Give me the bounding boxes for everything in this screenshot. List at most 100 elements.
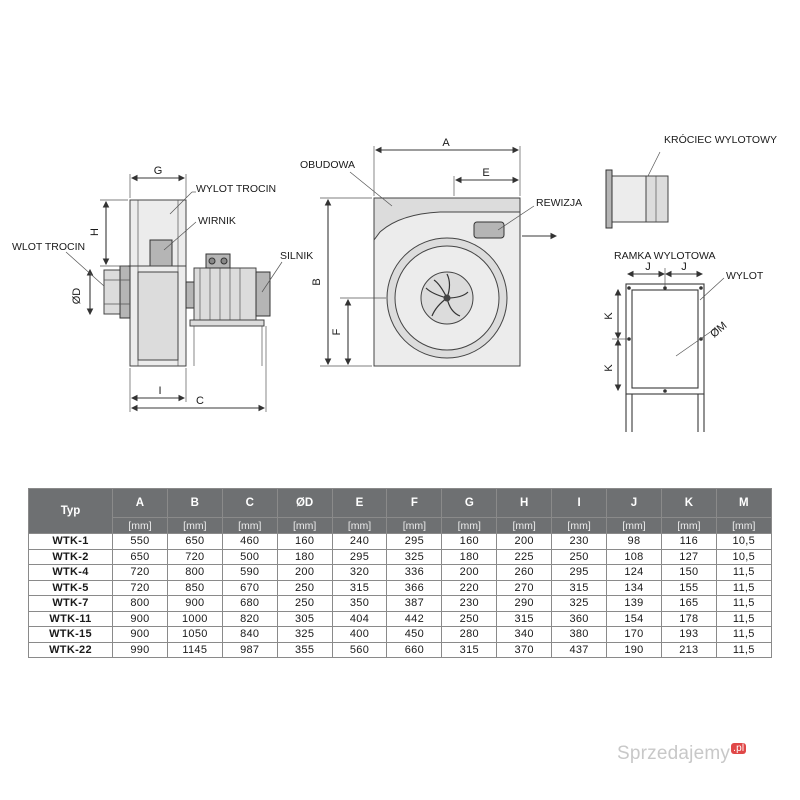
table-cell: 213 xyxy=(660,641,717,658)
table-cell: 680 xyxy=(221,595,278,612)
table-cell: 250 xyxy=(441,610,498,627)
table-cell: 336 xyxy=(386,564,443,581)
dim-c: C xyxy=(196,395,204,407)
col-header: M xyxy=(715,488,772,518)
col-header: J xyxy=(606,488,662,518)
table-cell: 370 xyxy=(496,641,553,658)
label-ramka: RAMKA WYLOTOWA xyxy=(614,250,716,262)
table-cell: 11,5 xyxy=(715,610,772,627)
table-cell: 315 xyxy=(331,579,388,596)
table-cell: 320 xyxy=(331,564,388,581)
table-cell: 670 xyxy=(221,579,278,596)
table-cell: 720 xyxy=(112,564,168,581)
table-cell: 900 xyxy=(112,626,168,643)
dim-k2: K xyxy=(603,364,615,372)
unit-cell: [mm] xyxy=(496,517,553,534)
table-cell: 315 xyxy=(496,610,553,627)
table-cell: 220 xyxy=(441,579,498,596)
table-cell: 124 xyxy=(606,564,662,581)
table-cell: 820 xyxy=(221,610,278,627)
watermark-logo: Sprzedajemy.pl xyxy=(617,743,747,765)
table-cell: 11,5 xyxy=(715,626,772,643)
table-cell: 360 xyxy=(551,610,608,627)
row-type-cell: WTK-7 xyxy=(28,595,113,612)
table-cell: 116 xyxy=(660,533,717,550)
col-header: E xyxy=(331,488,388,518)
outlet-spigot: KRÓCIEC WYLOTOWY xyxy=(605,133,777,229)
table-cell: 355 xyxy=(276,641,333,658)
table-cell: 230 xyxy=(441,595,498,612)
motor-coupling xyxy=(185,281,195,309)
table-cell: 550 xyxy=(112,533,168,550)
table-cell: 590 xyxy=(221,564,278,581)
unit-cell: [mm] xyxy=(660,517,717,534)
table-cell: 1145 xyxy=(166,641,223,658)
table-cell: 225 xyxy=(496,548,553,565)
unit-cell: [mm] xyxy=(166,517,223,534)
table-cell: 170 xyxy=(606,626,662,643)
col-header: G xyxy=(441,488,498,518)
table-cell: 127 xyxy=(660,548,717,565)
watermark-text: Sprzedajemy xyxy=(617,743,731,764)
row-type-cell: WTK-2 xyxy=(28,548,113,565)
table-cell: 720 xyxy=(112,579,168,596)
table-cell: 11,5 xyxy=(715,641,772,658)
col-header: A xyxy=(112,488,168,518)
col-header: C xyxy=(221,488,278,518)
row-type-cell: WTK-15 xyxy=(28,626,113,643)
unit-cell: [mm] xyxy=(606,517,662,534)
table-cell: 11,5 xyxy=(715,564,772,581)
table-cell: 404 xyxy=(331,610,388,627)
row-type-cell: WTK-22 xyxy=(28,641,113,658)
table-cell: 134 xyxy=(606,579,662,596)
table-cell: 900 xyxy=(166,595,223,612)
table-cell: 340 xyxy=(496,626,553,643)
table-cell: 250 xyxy=(276,595,333,612)
unit-cell: [mm] xyxy=(221,517,278,534)
table-cell: 11,5 xyxy=(715,595,772,612)
table-cell: 139 xyxy=(606,595,662,612)
table-cell: 150 xyxy=(660,564,717,581)
table-cell: 650 xyxy=(166,533,223,550)
table-cell: 350 xyxy=(331,595,388,612)
dim-g: G xyxy=(154,165,163,177)
technical-drawing: G H ØD I C WYLOT TROCIN WIRNIK WLOT TROC… xyxy=(12,133,777,432)
table-cell: 442 xyxy=(386,610,443,627)
table-cell: 987 xyxy=(221,641,278,658)
dim-i: I xyxy=(158,385,161,397)
front-view: A E B F OBUDOWA REWIZJA xyxy=(300,137,582,367)
table-cell: 190 xyxy=(606,641,662,658)
col-header: ØD xyxy=(276,488,333,518)
dim-a: A xyxy=(442,137,450,149)
table-cell: 325 xyxy=(276,626,333,643)
table-cell: 230 xyxy=(551,533,608,550)
type-header: Typ xyxy=(28,488,113,534)
row-type-cell: WTK-11 xyxy=(28,610,113,627)
table-cell: 500 xyxy=(221,548,278,565)
col-header: F xyxy=(386,488,443,518)
table-cell: 990 xyxy=(112,641,168,658)
row-type-cell: WTK-1 xyxy=(28,533,113,550)
table-cell: 800 xyxy=(166,564,223,581)
table-cell: 295 xyxy=(551,564,608,581)
spec-unit-row: [mm] [mm] [mm] [mm] [mm] [mm] [mm] [mm] … xyxy=(29,517,772,534)
row-type-cell: WTK-5 xyxy=(28,579,113,596)
unit-cell: [mm] xyxy=(441,517,498,534)
table-cell: 840 xyxy=(221,626,278,643)
table-cell: 1050 xyxy=(166,626,223,643)
dim-j1: J xyxy=(645,261,651,273)
label-wirnik: WIRNIK xyxy=(198,215,236,227)
dim-m: ØM xyxy=(708,320,729,341)
table-cell: 900 xyxy=(112,610,168,627)
table-cell: 200 xyxy=(496,533,553,550)
table-cell: 460 xyxy=(221,533,278,550)
col-header: H xyxy=(496,488,553,518)
dim-e: E xyxy=(482,167,489,179)
table-cell: 280 xyxy=(441,626,498,643)
table-cell: 437 xyxy=(551,641,608,658)
